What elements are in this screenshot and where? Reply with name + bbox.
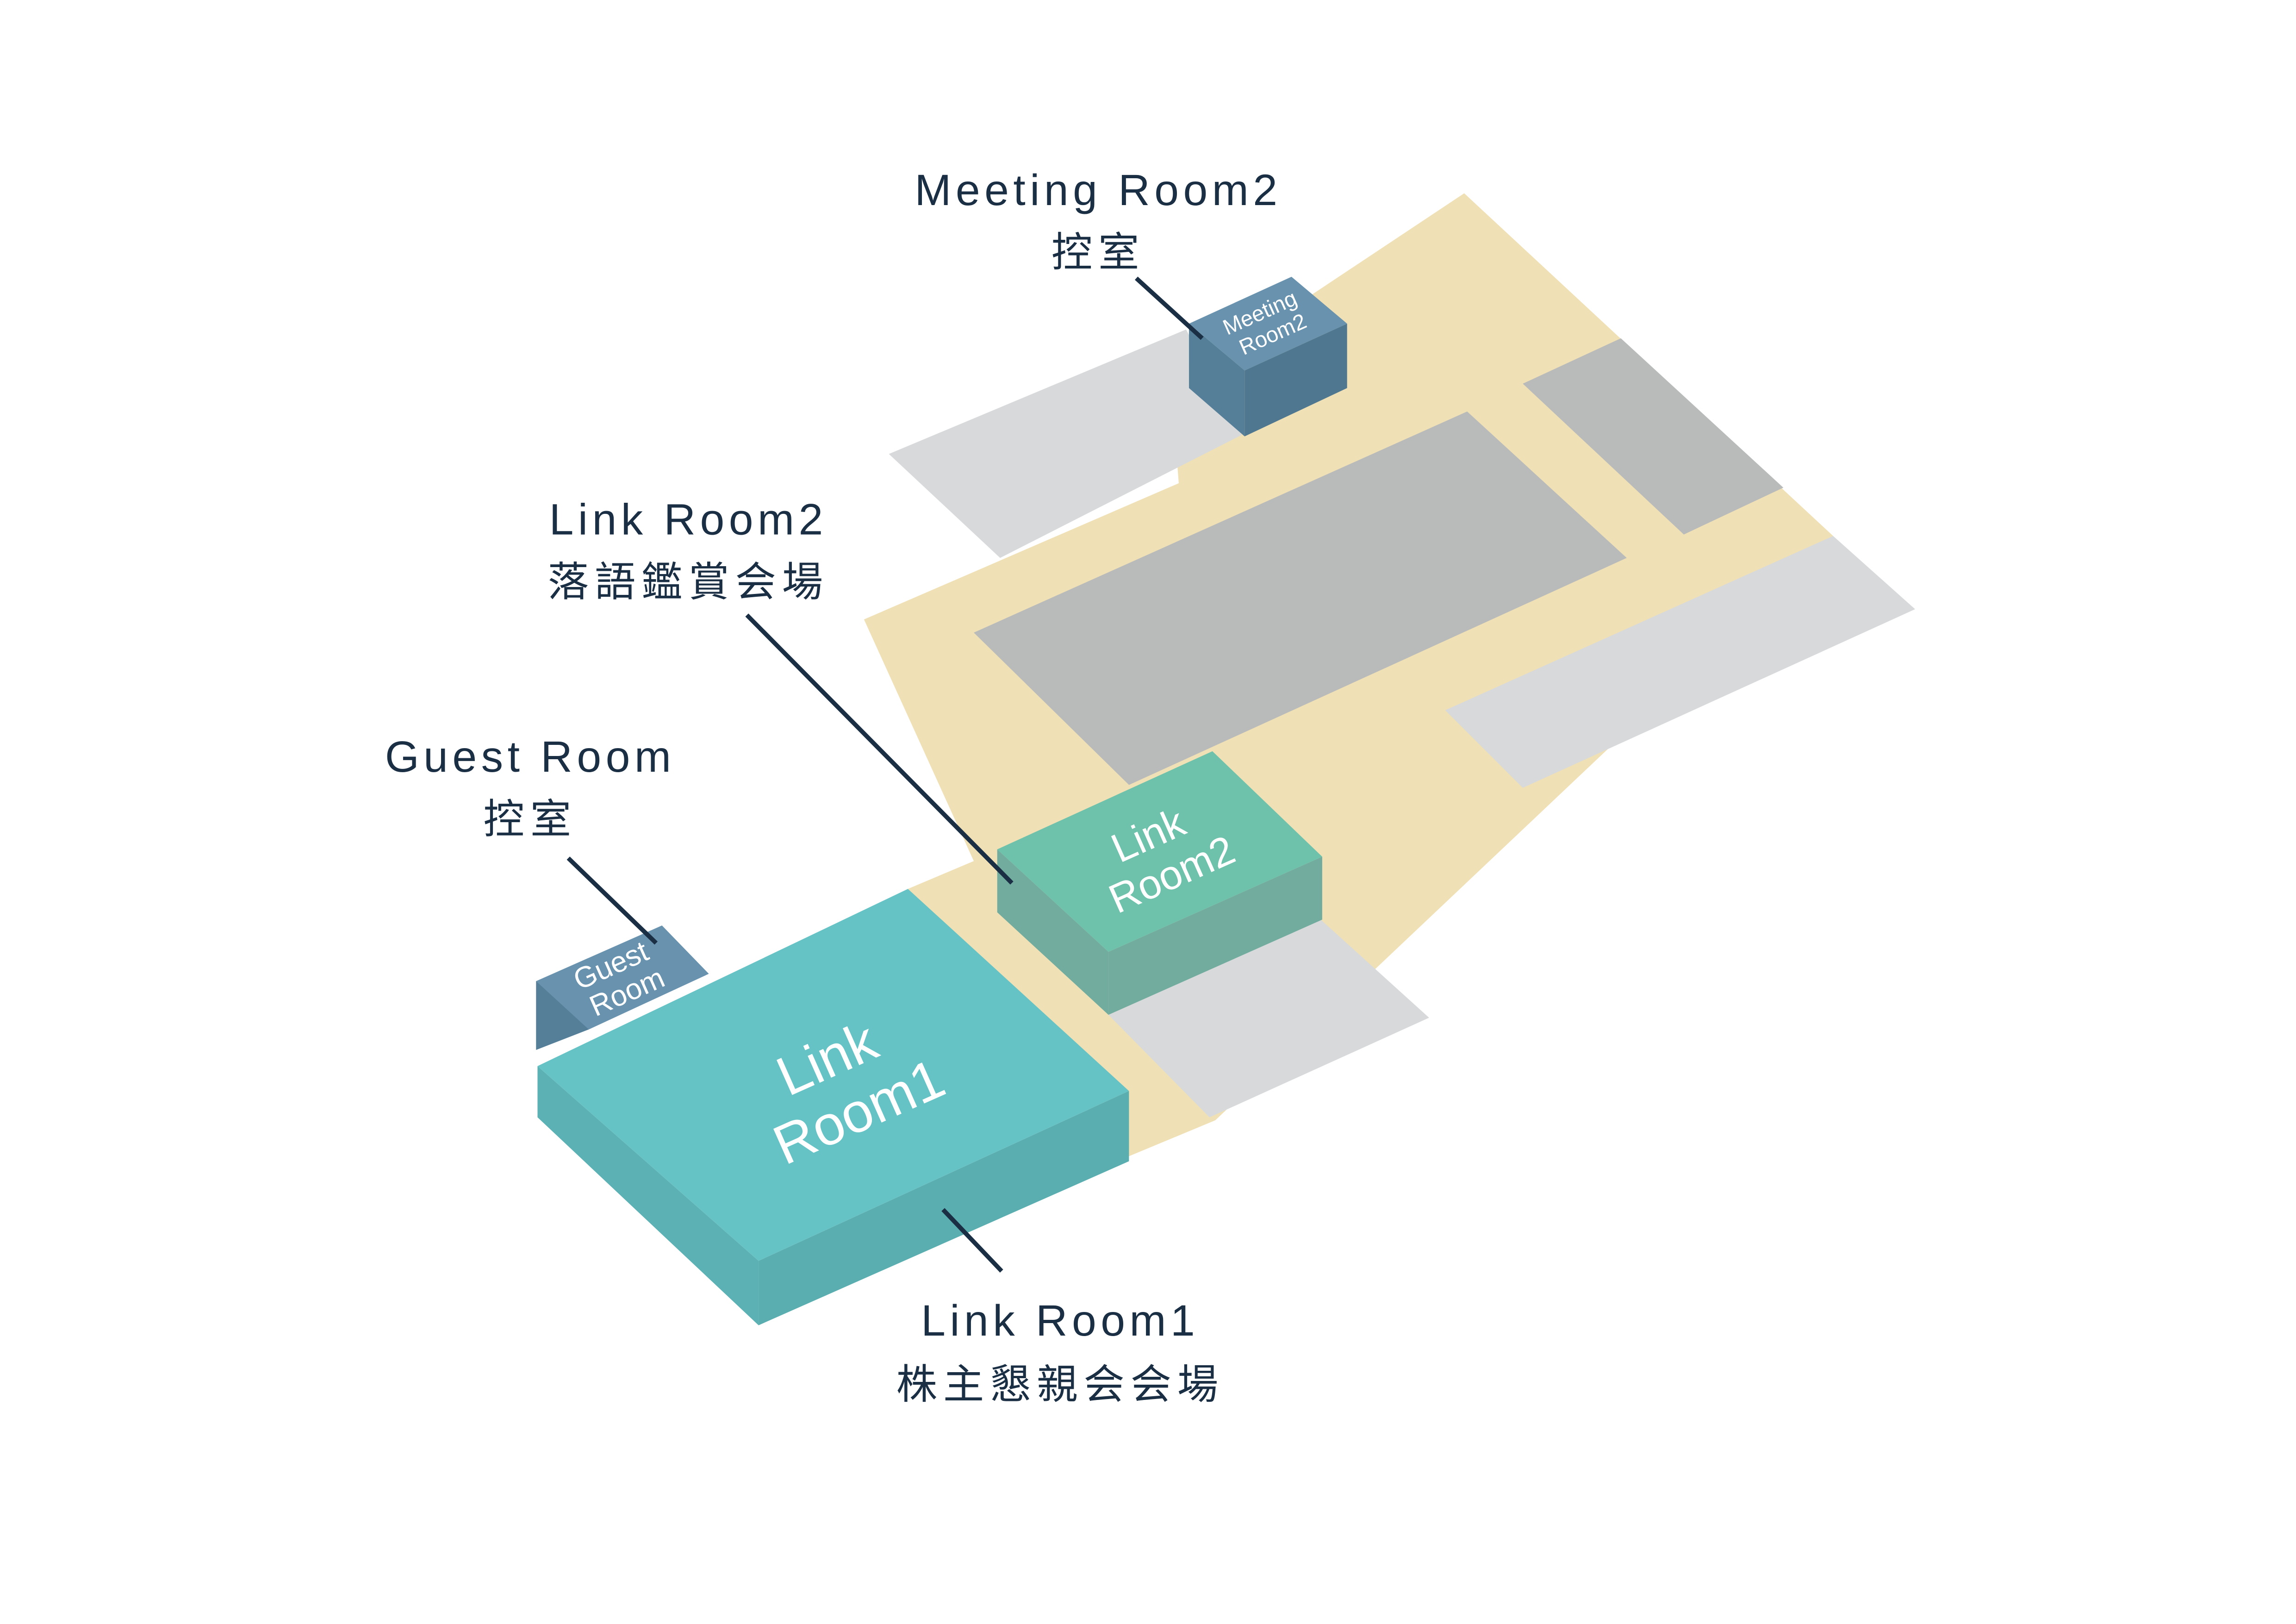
meeting-room2-top-face <box>1189 276 1347 371</box>
link-room2-block[interactable]: Link Room2 <box>997 751 1322 1015</box>
link-room2-side-face <box>1108 856 1322 1015</box>
link-room2-label: Link Room2 <box>1083 785 1241 922</box>
callout-link-room2: Link Room2 落語鑑賞会場 <box>548 495 829 605</box>
guest-room-top-face <box>536 925 709 1030</box>
building-blocks <box>889 329 1916 1118</box>
building-block-upper-left <box>889 329 1242 558</box>
meeting-room2-block[interactable]: Meeting Room2 <box>1189 276 1347 437</box>
callout-link-room1: Link Room1 株主懇親会会場 <box>896 1296 1224 1407</box>
callout-meeting-room2: Meeting Room2 控室 <box>915 166 1282 275</box>
link-room2-callout-subtitle: 落語鑑賞会場 <box>548 559 829 605</box>
leader-lines <box>566 276 1204 1273</box>
link-room2-leader-line <box>745 613 1014 885</box>
link-room2-callout-title: Link Room2 <box>549 495 828 544</box>
guest-room-leader-line <box>566 856 658 945</box>
building-block-lower <box>1108 919 1429 1118</box>
building-block-lower-right <box>1445 536 1916 788</box>
link-room1-top-face <box>537 889 1129 1261</box>
link-room2-front-face <box>997 849 1109 1015</box>
link-room2-top-face <box>997 751 1322 952</box>
building-block-center <box>974 411 1627 785</box>
link-room1-callout-subtitle: 株主懇親会会場 <box>896 1362 1224 1407</box>
link-room1-callout-title: Link Room1 <box>921 1296 1199 1345</box>
meeting-room2-side-face <box>1244 324 1347 437</box>
link-room1-side-face <box>759 1091 1129 1325</box>
meeting-room2-callout-title: Meeting Room2 <box>915 166 1282 215</box>
guest-room-callout-title: Guest Room <box>385 732 675 781</box>
link-room1-block[interactable]: Link Room1 <box>537 889 1129 1325</box>
building-block-right <box>1523 338 1784 535</box>
callout-guest-room: Guest Room 控室 <box>385 732 675 842</box>
link-room1-front-face <box>537 1066 759 1325</box>
meeting-room2-front-face <box>1189 324 1245 437</box>
meeting-room2-leader-line <box>1134 276 1204 340</box>
guest-room-callout-subtitle: 控室 <box>483 796 577 842</box>
guest-room-block[interactable]: Guest Room <box>536 925 709 1050</box>
link-room1-leader-line <box>941 1208 1003 1273</box>
meeting-room2-callout-subtitle: 控室 <box>1052 230 1145 275</box>
